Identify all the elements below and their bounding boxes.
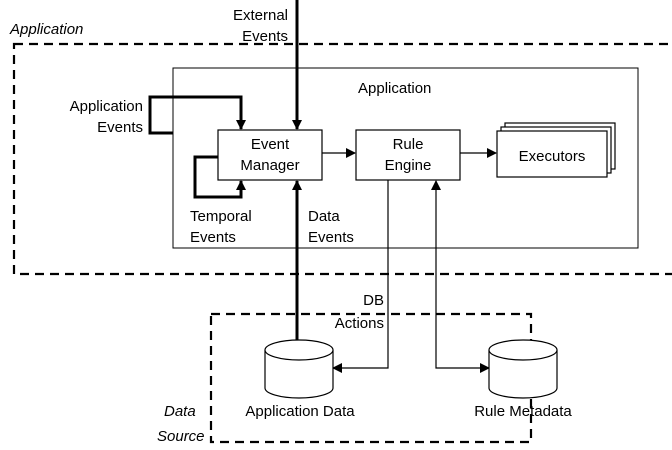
temporal-events-label-line1: Temporal: [190, 208, 252, 225]
rule-metadata-label: Rule Metadata: [474, 403, 572, 420]
application-events-label-line1: Application: [70, 98, 143, 115]
event-manager-label-line1: Event: [251, 136, 290, 153]
application-region-frame: [12, 42, 672, 276]
application-events-label-line2: Events: [97, 119, 143, 136]
data-events-label-line1: Data: [308, 208, 340, 225]
db-actions-label-line1: DB: [363, 292, 384, 309]
application-box-label: Application: [358, 80, 431, 97]
application-data-label: Application Data: [245, 403, 355, 420]
event-manager-label-line2: Manager: [240, 157, 299, 174]
temporal-events-label-line2: Events: [190, 229, 236, 246]
rule-engine-label-line2: Engine: [385, 157, 432, 174]
data-source-label-line2: Source: [157, 428, 205, 445]
rule-engine-node: [355, 129, 461, 181]
rule-metadata-cylinder: [488, 339, 558, 399]
db-actions-arrow: [332, 180, 389, 373]
application-data-cylinder: [264, 339, 334, 399]
application-events-arrow: [148, 95, 246, 135]
external-events-label-line2: Events: [242, 28, 288, 45]
data-source-region-frame: [209, 312, 533, 444]
executors-node: [496, 122, 616, 178]
data-events-label-line2: Events: [308, 229, 354, 246]
event-manager-node: [217, 129, 323, 181]
external-events-label-line1: External: [233, 7, 288, 24]
executors-label: Executors: [519, 148, 586, 165]
rule-engine-label-line1: Rule: [393, 136, 424, 153]
data-source-label-line1: Data: [164, 403, 196, 420]
db-actions-label-line2: Actions: [335, 315, 384, 332]
application-region-label: Application: [9, 21, 83, 38]
application-box: [172, 67, 639, 249]
rule-metadata-arrow: [431, 180, 490, 373]
temporal-events-arrow: [193, 155, 246, 199]
